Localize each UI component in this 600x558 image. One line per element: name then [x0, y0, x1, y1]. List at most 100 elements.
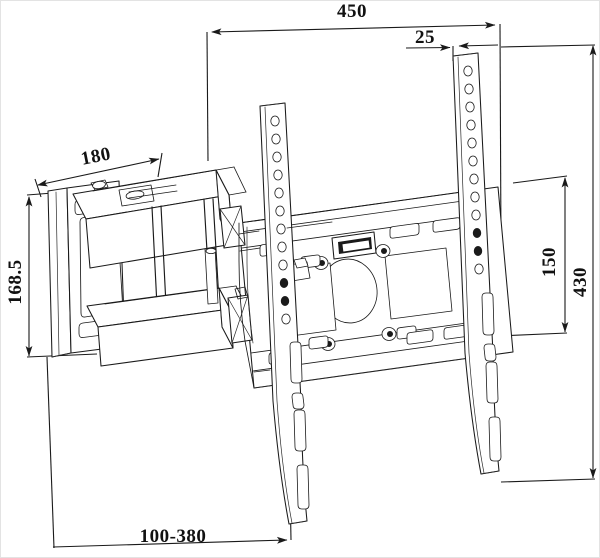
horizontal-cross-beam [238, 221, 333, 373]
tv-mounting-plate [238, 186, 514, 389]
upper-arm-back-right [233, 166, 247, 193]
left-rail-fold [264, 106, 293, 524]
left-rail-round-holes [270, 115, 291, 325]
dimension-label-100-380: 100-380 [140, 526, 207, 547]
dim-line-25-b [458, 42, 499, 50]
tv-plate-small-slot-2 [308, 335, 329, 350]
left-rail-hole-3 [272, 151, 282, 163]
dimension-label-25: 25 [415, 27, 435, 48]
wall-plate-pivot-knuckle-top [90, 179, 109, 191]
right-rail-hole-5 [467, 137, 477, 149]
left-rail-slot-3 [293, 409, 307, 452]
dimension-label-450: 450 [337, 1, 367, 22]
right-rail-hole-8 [470, 191, 480, 203]
right-rail-slot-1 [481, 292, 495, 336]
right-rail-hole-2 [464, 83, 474, 95]
right-rail-slot-4 [488, 416, 502, 462]
wall-plate-bottom-edge [51, 352, 72, 358]
tv-plate-latch-bar [341, 239, 371, 253]
dimension-25: 25 [405, 27, 499, 61]
upper-arm-hatch-block [219, 205, 246, 249]
dimension-label-180: 180 [79, 143, 112, 169]
left-rail-bottom-edge [288, 520, 308, 525]
beam-seg-top-mid [286, 221, 333, 229]
fastener-head-2 [381, 248, 387, 254]
beam-seg-top-left [238, 230, 260, 235]
right-rail-hole-4 [466, 119, 476, 131]
left-rail-hole-6 [275, 205, 285, 217]
fastener-head-1 [319, 260, 325, 266]
arm-hinge-assembly [118, 184, 178, 207]
right-rail-slot-2 [483, 343, 497, 362]
right-rail-hole-11 [473, 246, 483, 256]
beam-seg-bot-left [253, 369, 271, 373]
right-rail-fold [457, 56, 485, 474]
right-rail-hole-10 [472, 228, 482, 238]
hinge-link-line-a [128, 184, 177, 193]
ext-line-180-right [157, 152, 163, 178]
lower-arm-cap-fold [218, 287, 223, 328]
plate-left-inner [246, 226, 254, 344]
dim-line-100-380 [52, 536, 288, 548]
right-rail-hole-1 [463, 65, 473, 77]
right-rail-top-edge [452, 52, 479, 57]
ext-line-168-5-bottom [26, 353, 98, 358]
locking-tab-block [227, 286, 253, 344]
left-rail-hole-9 [278, 259, 288, 271]
left-rail-hole-11 [280, 296, 290, 306]
upper-hatch-lines [219, 205, 246, 249]
left-rail-hole-5 [274, 187, 284, 199]
left-rail-hole-10 [279, 278, 289, 288]
ext-line-100-380-left [46, 356, 55, 549]
left-rail-slot-4 [296, 464, 310, 510]
dimension-430: 430 [500, 44, 597, 483]
dim-line-180 [37, 157, 160, 187]
ext-line-430-top [500, 44, 596, 48]
upper-arm-back-join [228, 191, 247, 196]
plate-left-outline [238, 222, 255, 389]
right-rail-hole-7 [469, 173, 479, 185]
left-rail-hole-8 [277, 241, 287, 253]
upper-arm-back-edge [92, 166, 235, 192]
upper-arm-cap-fold [215, 169, 221, 220]
plate-side-post [204, 247, 219, 305]
dimension-label-168-5: 168.5 [5, 259, 26, 304]
right-rail-round-holes [463, 65, 484, 275]
right-rail-hole-9 [471, 209, 481, 221]
ext-line-150-top [512, 175, 568, 184]
dimension-label-150: 150 [539, 247, 560, 277]
dimension-label-430: 430 [570, 267, 591, 297]
fastener-head-4 [387, 331, 393, 337]
dimension-100-380: 100-380 [46, 356, 292, 549]
knuckle-pin-upper [92, 180, 106, 190]
right-rail-hole-12 [474, 263, 484, 275]
ext-line-430-bottom [500, 478, 596, 483]
left-rail-hole-2 [271, 133, 281, 145]
left-rail-slot-1 [289, 341, 303, 384]
right-rail-hole-3 [465, 101, 475, 113]
slider-handle-b [293, 257, 309, 269]
tv-plate-flange-slot-top-1 [389, 223, 420, 239]
dim-line-450 [211, 21, 496, 36]
right-rail-bottom-edge [480, 470, 500, 475]
left-rail-top-edge [259, 102, 286, 107]
left-rail-hole-7 [276, 223, 286, 235]
ext-line-450-left [206, 31, 209, 162]
right-vesa-rail [452, 52, 502, 475]
tv-plate-right-recess [384, 247, 453, 320]
tv-plate-flange-slot-bot-1 [406, 329, 434, 345]
plate-left-edge-stub [238, 222, 255, 389]
hinge-link-line-b [128, 190, 178, 199]
dim-line-25-a [405, 44, 451, 52]
left-rail-slot-2 [291, 392, 305, 410]
left-vesa-rail [259, 102, 310, 525]
dimension-168-5: 168.5 [5, 190, 98, 358]
left-rail-hole-1 [270, 115, 280, 127]
right-rail-slot-3 [485, 361, 499, 404]
wall-plate-fold-line [55, 191, 60, 356]
locking-tab-hatch [227, 294, 253, 344]
side-post-cap [205, 247, 217, 254]
left-rail-hole-12 [281, 313, 291, 325]
